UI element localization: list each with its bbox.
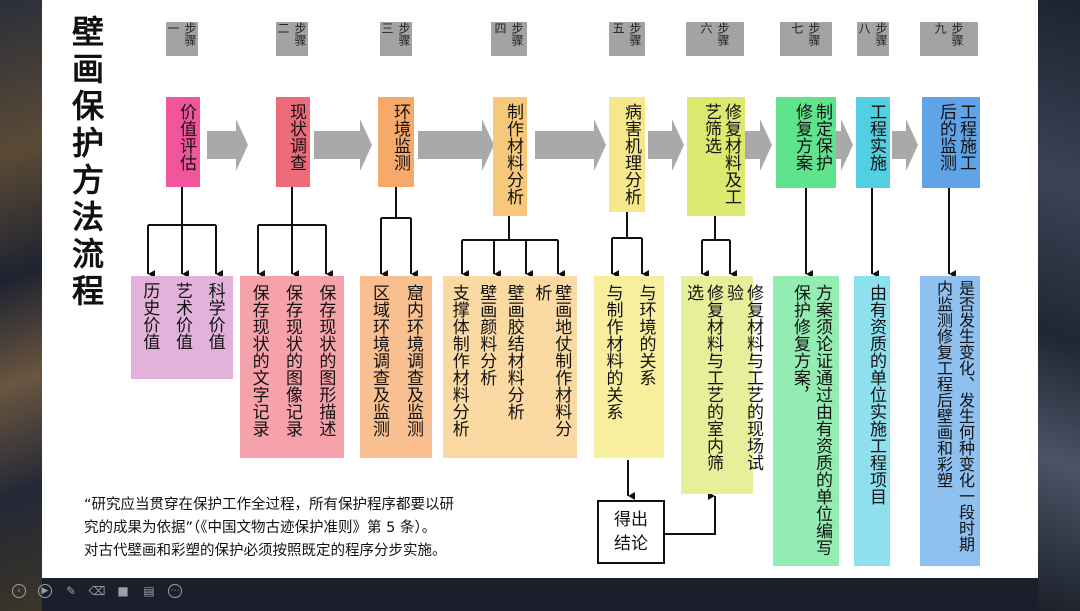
detail-text: 壁画地仗制作材料分析 <box>531 284 572 437</box>
details-group-6: 修复材料与工艺的室内筛选 修复材料与工艺的现场试验 <box>681 276 763 494</box>
page-title: 壁 画 保 护 方 法 流 程 <box>68 14 108 310</box>
details-group-3: 区域环境调查及监测 窟内环境调查及监测 <box>360 276 432 458</box>
background-left <box>0 0 42 611</box>
step-label-3: 步骤三 <box>380 22 412 56</box>
details-group-2: 保存现状的文字记录 保存现状的图像记录 保存现状的图形描述 <box>240 276 344 458</box>
detail-text: 与环境的关系 <box>635 284 656 386</box>
detail-text: 保存现状的文字记录 <box>248 284 269 437</box>
details-group-4: 支撑体制作材料分析 壁画颜料分析 壁画胶结材料分析 壁画地仗制作材料分析 <box>443 276 577 458</box>
detail-text: 壁画胶结材料分析 <box>503 284 524 420</box>
detail-text: 窟内环境调查及监测 <box>403 284 423 437</box>
details-group-8: 由有资质的单位实施工程项目 <box>854 276 890 566</box>
action-box-7: 制定保护修复方案 <box>776 97 836 188</box>
title-char: 程 <box>71 272 104 310</box>
step-label-2: 步骤二 <box>276 22 308 56</box>
title-char: 画 <box>71 50 104 88</box>
details-group-7: 方案须论证通过由有资质的单位编写保护修复方案， <box>773 276 839 566</box>
quote-line: 对古代壁画和彩塑的保护必须按照既定的程序分步实施。 <box>84 543 447 559</box>
step-label-6: 步骤六 <box>686 22 744 56</box>
conclusion-box: 得出结论 <box>597 500 665 564</box>
details-group-5: 与制作材料的关系 与环境的关系 <box>594 276 664 458</box>
details-group-1: 历史价值 艺术价值 科学价值 <box>131 276 233 379</box>
title-char: 护 <box>71 124 104 162</box>
detail-text: 与制作材料的关系 <box>602 284 623 420</box>
action-box-4: 制作材料分析 <box>493 97 527 216</box>
detail-text: 区域环境调查及监测 <box>369 284 389 437</box>
step-label-8: 步骤八 <box>857 22 889 56</box>
flow-connectors <box>147 186 956 535</box>
step-label-7: 步骤七 <box>780 22 832 56</box>
action-box-9: 工程施工后的监测 <box>922 97 980 188</box>
pen-icon[interactable]: ✎ <box>65 584 77 598</box>
title-char: 流 <box>71 235 104 273</box>
play-icon[interactable]: ▶ <box>38 584 52 598</box>
step-label-9: 步骤九 <box>920 22 978 56</box>
title-char: 壁 <box>71 13 104 51</box>
eraser-icon[interactable]: ⌫ <box>88 584 106 598</box>
slide: 壁 画 保 护 方 法 流 程 <box>42 0 1038 578</box>
step-label-5: 步骤五 <box>609 22 645 56</box>
conclusion-text: 得出结论 <box>614 510 648 554</box>
title-char: 保 <box>71 87 104 125</box>
details-group-9: 是否发生变化、发生何种变化一段时期内监测修复工程后壁画和彩塑 <box>920 276 980 566</box>
step-label-1: 步骤一 <box>166 22 198 56</box>
more-options-icon[interactable]: ⋯ <box>168 584 182 598</box>
background-right <box>1038 0 1080 611</box>
detail-text: 科学价值 <box>204 282 225 350</box>
step-label-4: 步骤四 <box>491 22 527 56</box>
quote-line: 究的成果为依据”（《中国文物古迹保护准则》第 5 条）。 <box>84 520 437 536</box>
detail-text: 壁画颜料分析 <box>476 284 497 386</box>
title-char: 方 <box>71 161 104 199</box>
detail-text: 修复材料与工艺的现场试验 <box>723 284 763 471</box>
camera-icon[interactable]: ■ <box>117 584 129 598</box>
subtitle-icon[interactable]: ▤ <box>143 584 155 598</box>
title-char: 法 <box>71 198 104 236</box>
detail-text: 历史价值 <box>139 282 160 350</box>
action-box-1: 价值评估 <box>166 97 200 187</box>
step-arrows <box>207 119 918 171</box>
detail-text: 保存现状的图形描述 <box>315 284 336 437</box>
action-box-2: 现状调查 <box>276 97 310 187</box>
quote-text: “研究应当贯穿在保护工作全过程，所有保护程序都要以研 究的成果为依据”（《中国文… <box>84 494 544 563</box>
action-box-5: 病害机理分析 <box>609 97 645 212</box>
presentation-toolbar: ‹ ▶ ✎ ⌫ ■ ▤ ⋯ <box>12 580 182 602</box>
detail-text: 修复材料与工艺的室内筛选 <box>683 284 723 471</box>
detail-text: 艺术价值 <box>171 282 192 350</box>
action-box-3: 环境监测 <box>378 97 414 187</box>
action-box-6: 修复材料及工艺筛选 <box>687 97 745 216</box>
detail-text: 保存现状的图像记录 <box>281 284 302 437</box>
action-box-8: 工程实施 <box>856 97 890 188</box>
previous-slide-icon[interactable]: ‹ <box>12 584 26 598</box>
quote-line: “研究应当贯穿在保护工作全过程，所有保护程序都要以研 <box>84 497 455 513</box>
detail-text: 支撑体制作材料分析 <box>448 284 469 437</box>
